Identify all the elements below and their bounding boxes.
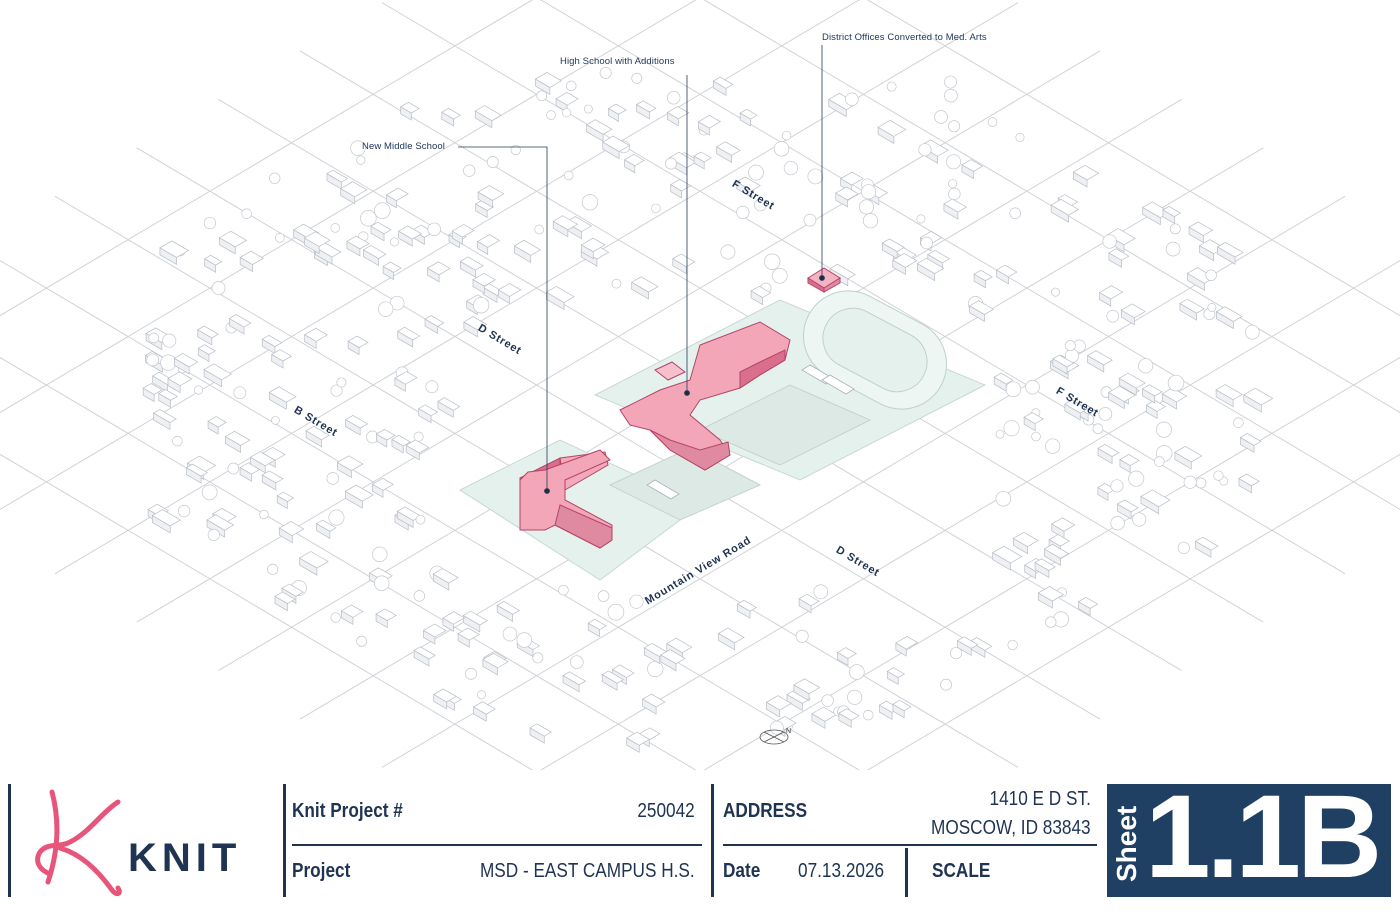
title-block-left-border [8, 784, 11, 897]
compass-icon: N [759, 728, 791, 745]
divider-2 [711, 784, 714, 897]
brand-name: KNIT [128, 836, 242, 880]
address-line-2: MOSCOW, ID 83843 [931, 817, 1091, 839]
date-value: 07.13.2026 [797, 860, 884, 882]
sheet-number: 1.1B [1145, 771, 1382, 903]
neighborhood-buildings [142, 66, 1274, 753]
site-map: N [0, 0, 1400, 770]
callout-high-school: High School with Additions [560, 56, 675, 67]
divider-1 [283, 784, 286, 897]
project-name-value: MSD - EAST CAMPUS H.S. [480, 860, 695, 882]
sheet-panel: Sheet 1.1B [1107, 778, 1391, 897]
address-label: ADDRESS [723, 800, 808, 822]
divider-3 [905, 848, 908, 897]
project-number-label: Knit Project # [292, 800, 403, 822]
new-middle-school-building [519, 449, 613, 549]
title-block: KNIT Knit Project # 250042 Project MSD -… [0, 778, 1400, 917]
project-number-value: 250042 [637, 800, 695, 822]
callout-leaders [458, 45, 825, 494]
sheet-word: Sheet [1111, 805, 1142, 882]
knit-logo-icon [35, 789, 122, 897]
compass-north-label: N [786, 728, 791, 735]
rule-1 [292, 844, 702, 846]
callout-new-middle-school: New Middle School [362, 141, 446, 152]
scale-label: SCALE [932, 860, 991, 882]
high-school-building [619, 321, 791, 471]
rule-2 [723, 844, 1097, 846]
date-label: Date [723, 860, 761, 882]
project-label: Project [292, 860, 351, 882]
campus-grounds [458, 290, 987, 581]
address-line-1: 1410 E D ST. [989, 788, 1091, 810]
callout-district-offices: District Offices Converted to Med. Arts [822, 32, 987, 43]
